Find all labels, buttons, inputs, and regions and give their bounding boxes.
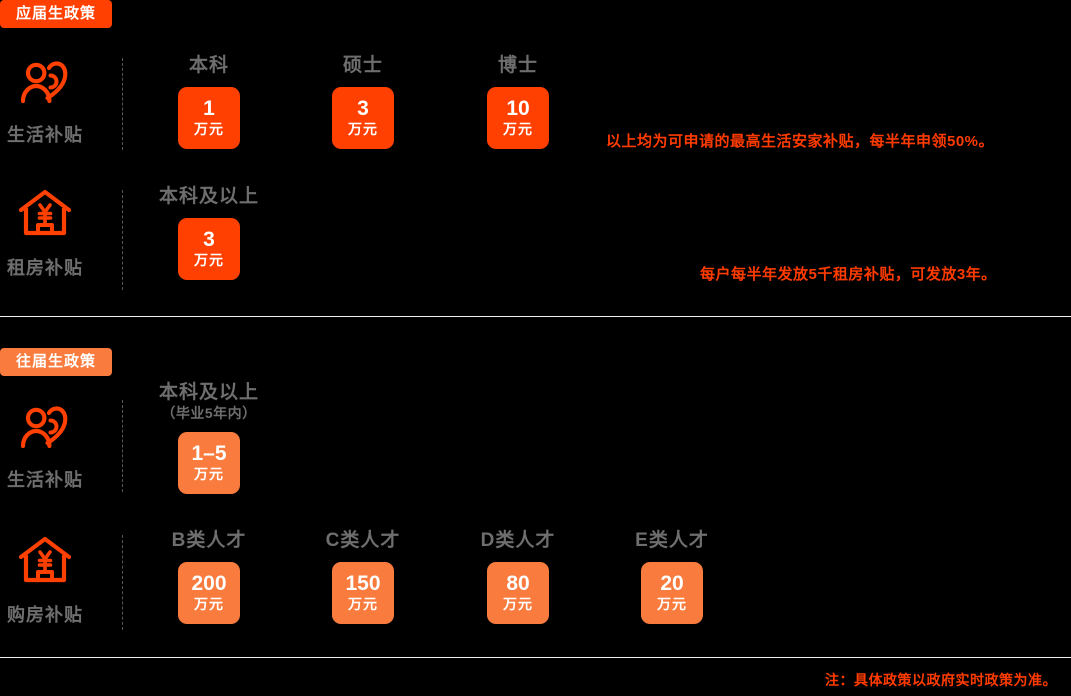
card-group-master-living: 硕士 3 万元 [303, 55, 423, 149]
card-amount-master: 3 [357, 96, 369, 120]
card-unit-doctor: 万元 [503, 120, 533, 137]
card-box-talent-e[interactable]: 20 万元 [641, 561, 703, 624]
card-amount-talent-b: 200 [191, 571, 227, 595]
card-title-bachelor-above-rent: 本科及以上 [158, 186, 259, 207]
card-box-living-past[interactable]: 1–5 万元 [178, 432, 240, 495]
card-group-talent-d: D类人才 80 万元 [458, 530, 578, 624]
card-title-master: 硕士 [342, 55, 383, 76]
card-sub-within-5-years: （毕业5年内） [161, 404, 257, 421]
card-unit-talent-e: 万元 [657, 595, 687, 612]
card-amount-talent-d: 80 [506, 571, 530, 595]
house-yuan-icon [0, 188, 95, 244]
card-group-talent-b: B类人才 200 万元 [149, 530, 269, 624]
row-divider-dashed-1 [122, 58, 123, 150]
card-box-bachelor-living[interactable]: 1 万元 [178, 86, 240, 149]
card-unit-rent: 万元 [194, 251, 224, 268]
row-icon-living-allowance-past: 生活补贴 [0, 400, 95, 492]
card-box-talent-c[interactable]: 150 万元 [332, 561, 394, 624]
row-divider-dashed-4 [122, 535, 123, 630]
card-title-talent-c: C类人才 [325, 530, 401, 551]
card-title-talent-d: D类人才 [480, 530, 556, 551]
card-group-doctor-living: 博士 10 万元 [458, 55, 578, 149]
row-divider-dashed-2 [122, 190, 123, 290]
section-badge-fresh-graduate[interactable]: 应届生政策 [0, 0, 113, 28]
row-label-home-purchase-past: 购房补贴 [7, 605, 83, 625]
section-divider-top [0, 316, 1071, 317]
card-group-bachelor-living: 本科 1 万元 [149, 55, 269, 149]
card-box-doctor-living[interactable]: 10 万元 [487, 86, 549, 149]
row-label-living-allowance-past: 生活补贴 [7, 470, 83, 490]
card-unit-master: 万元 [348, 120, 378, 137]
card-amount-doctor: 10 [506, 96, 530, 120]
card-group-talent-c: C类人才 150 万元 [303, 530, 423, 624]
card-amount-bachelor: 1 [203, 96, 215, 120]
note-rent-subsidy-fresh: 每户每半年发放5千租房补贴，可发放3年。 [700, 266, 997, 283]
section-badge-past-graduate-wrap: 往届生政策 [0, 348, 113, 376]
card-unit-talent-c: 万元 [348, 595, 378, 612]
card-box-talent-b[interactable]: 200 万元 [178, 561, 240, 624]
row-divider-dashed-3 [122, 400, 123, 492]
card-box-talent-d[interactable]: 80 万元 [487, 561, 549, 624]
card-unit-talent-b: 万元 [194, 595, 224, 612]
heart-person-icon [0, 55, 95, 111]
card-amount-living-past: 1–5 [191, 441, 227, 465]
row-label-rent-subsidy-fresh: 租房补贴 [7, 258, 83, 278]
row-label-living-allowance-fresh: 生活补贴 [7, 125, 83, 145]
card-title-talent-b: B类人才 [171, 530, 247, 551]
card-unit-talent-d: 万元 [503, 595, 533, 612]
card-unit-bachelor: 万元 [194, 120, 224, 137]
card-group-bachelor-above-living-past: 本科及以上 （毕业5年内） 1–5 万元 [149, 382, 269, 495]
card-title-bachelor: 本科 [188, 55, 229, 76]
card-amount-talent-e: 20 [660, 571, 684, 595]
card-amount-talent-c: 150 [345, 571, 381, 595]
card-title-talent-e: E类人才 [635, 530, 709, 551]
footer-divider [0, 657, 1071, 658]
card-title-doctor: 博士 [497, 55, 538, 76]
row-icon-living-allowance-fresh: 生活补贴 [0, 55, 95, 147]
card-box-bachelor-above-rent[interactable]: 3 万元 [178, 217, 240, 280]
footnote-disclaimer: 注：具体政策以政府实时政策为准。 [825, 672, 1057, 688]
card-title-bachelor-above-past: 本科及以上 [158, 382, 259, 403]
card-group-talent-e: E类人才 20 万元 [612, 530, 732, 624]
card-unit-living-past: 万元 [194, 465, 224, 482]
card-amount-rent: 3 [203, 227, 215, 251]
row-icon-home-purchase-past: 购房补贴 [0, 535, 95, 627]
house-yuan-icon [0, 535, 95, 591]
row-icon-rent-subsidy-fresh: 租房补贴 [0, 188, 95, 280]
section-badge-past-graduate[interactable]: 往届生政策 [0, 348, 113, 376]
card-group-bachelor-above-rent: 本科及以上 3 万元 [149, 186, 269, 280]
card-box-master-living[interactable]: 3 万元 [332, 86, 394, 149]
section-badge-fresh-graduate-wrap: 应届生政策 [0, 0, 113, 28]
heart-person-icon [0, 400, 95, 456]
note-living-allowance-fresh: 以上均为可申请的最高生活安家补贴，每半年申领50%。 [606, 133, 995, 150]
